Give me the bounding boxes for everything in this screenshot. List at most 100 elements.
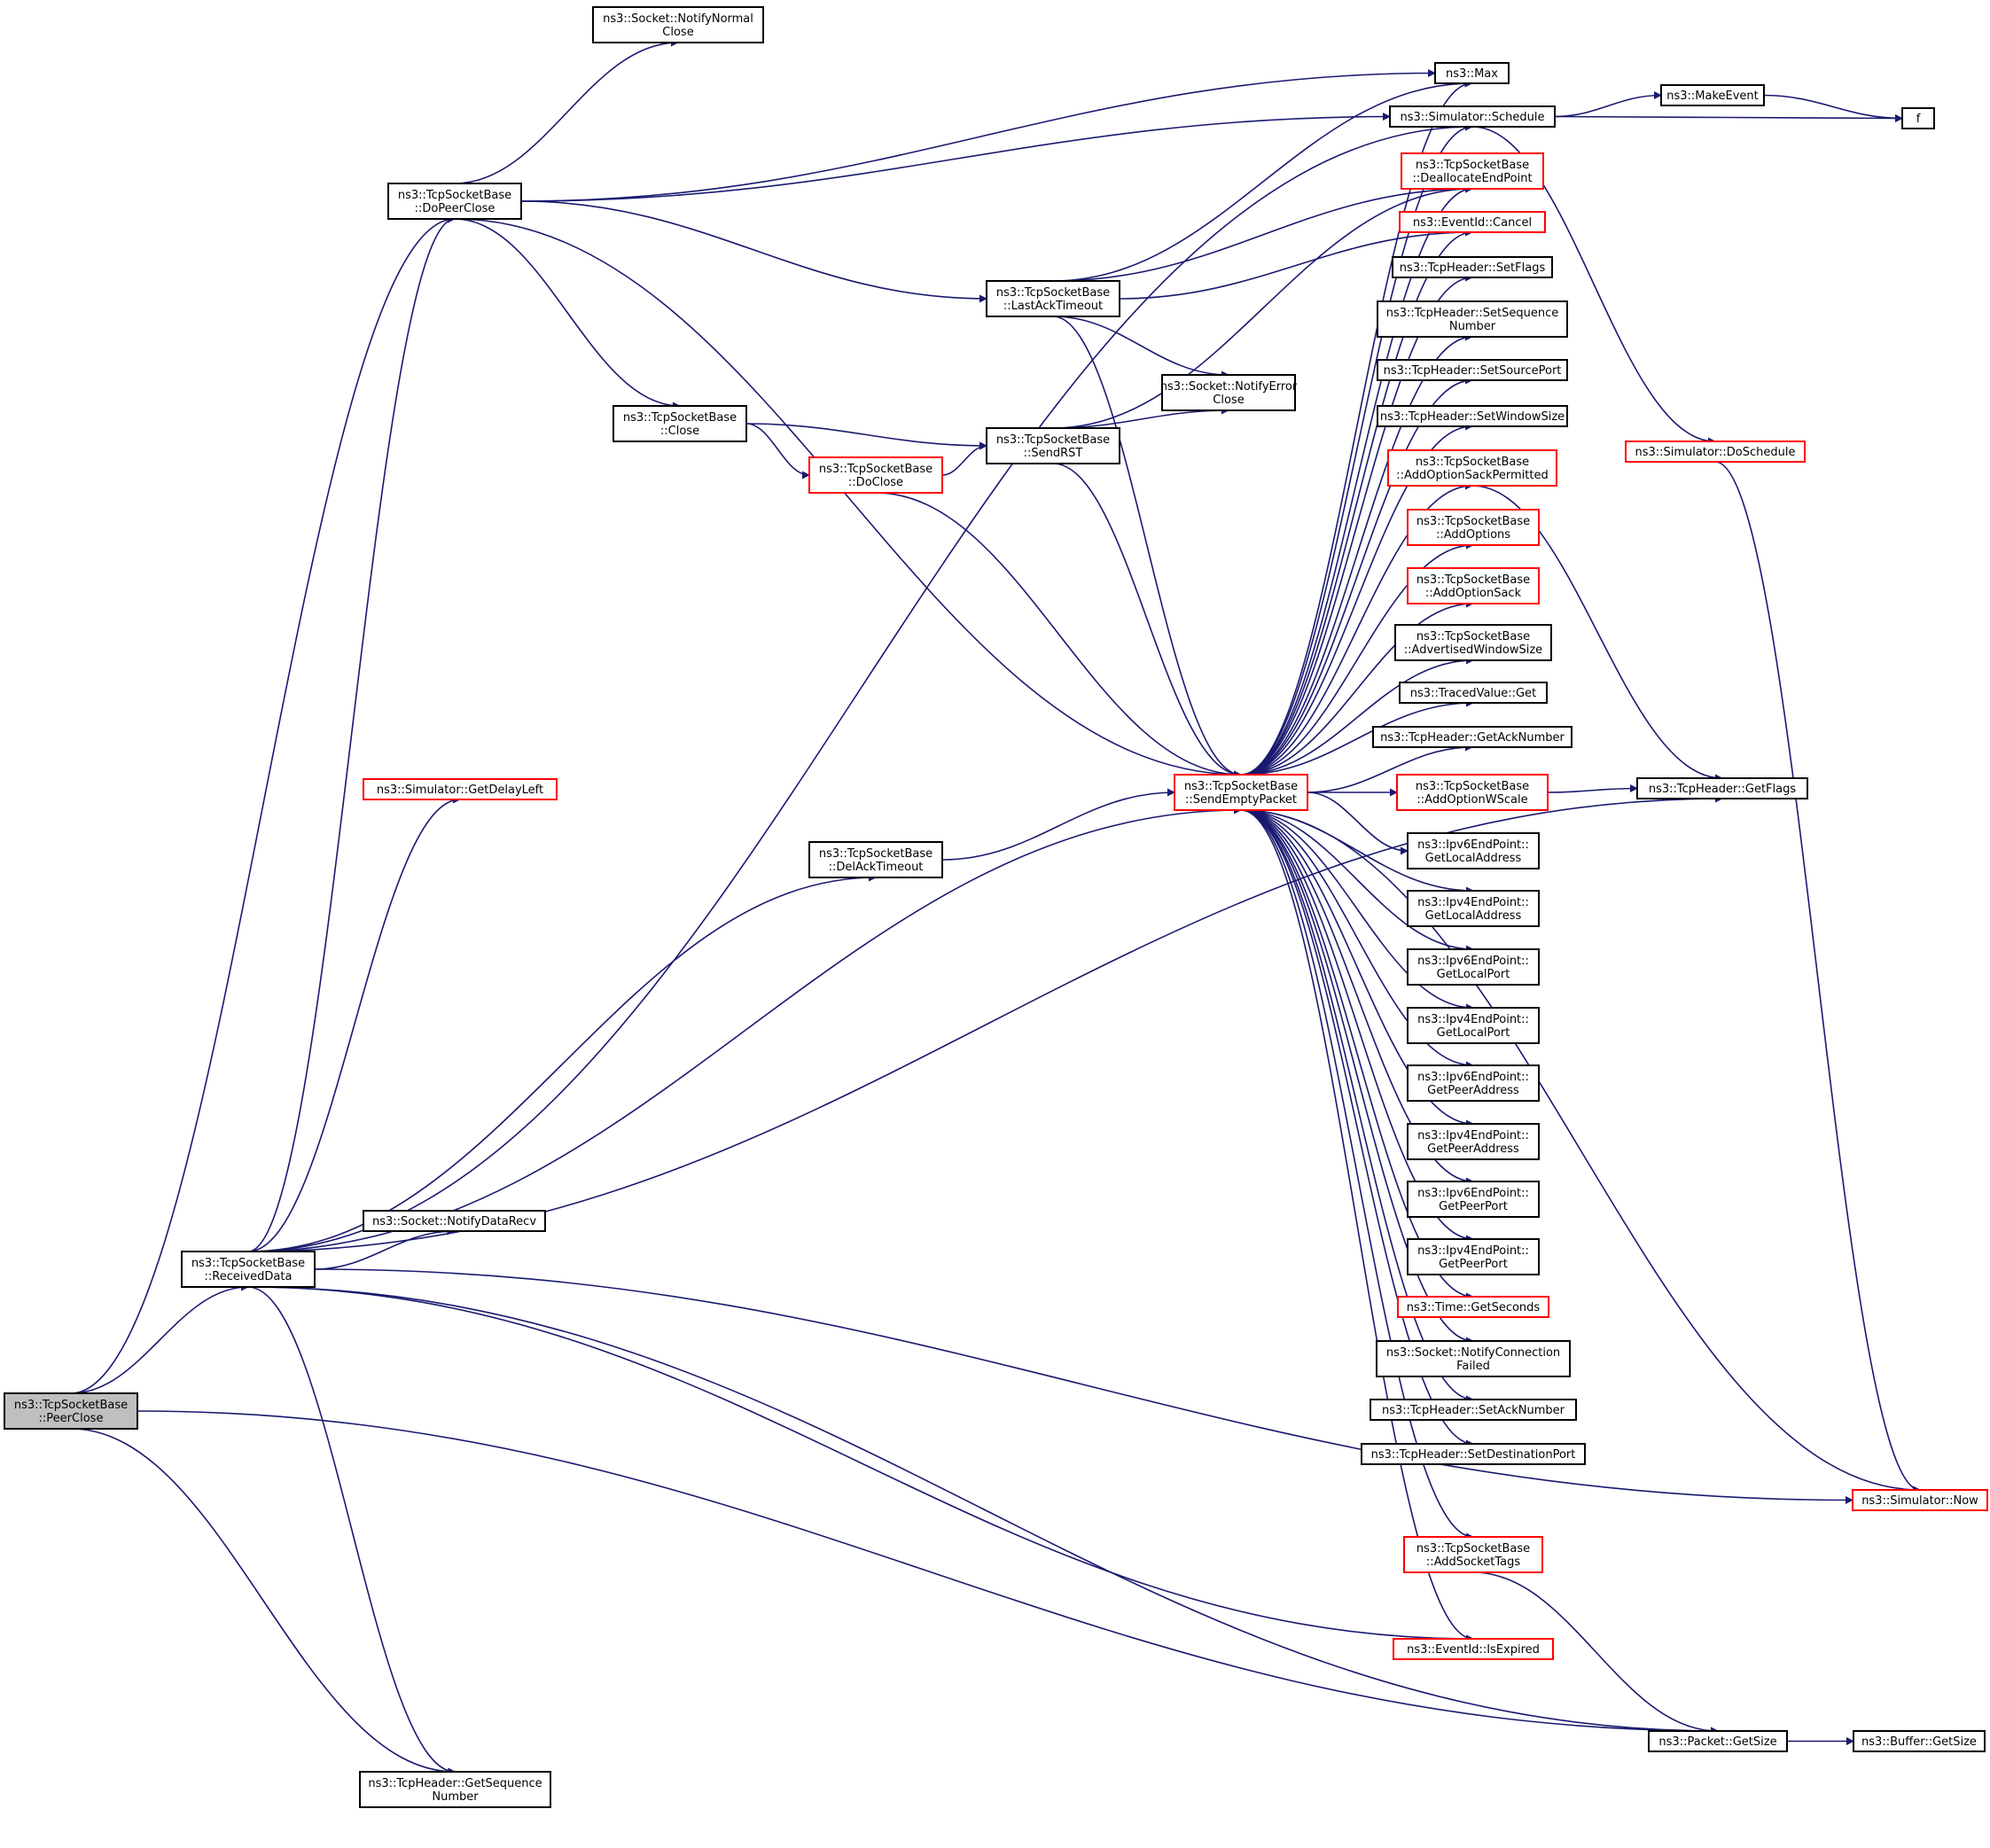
edge-dopeerclose-to-close xyxy=(454,218,681,410)
node-label-line: ::Close xyxy=(660,425,699,438)
edge-sendemptypacket-to-addoptionsackpermitted xyxy=(1240,481,1473,776)
node-deallocateendpoint[interactable]: ns3::TcpSocketBase::DeallocateEndPoint xyxy=(1401,152,1544,190)
edge-lastacktimeout-to-sendemptypacket xyxy=(1052,316,1242,779)
node-label-line: ns3::TcpHeader::SetWindowSize xyxy=(1380,410,1565,424)
node-doclose[interactable]: ns3::TcpSocketBase::DoClose xyxy=(808,456,943,494)
node-dopeerclose[interactable]: ns3::TcpSocketBase::DoPeerClose xyxy=(387,183,522,220)
node-doschedule[interactable]: ns3::Simulator::DoSchedule xyxy=(1625,441,1806,463)
node-f[interactable]: f xyxy=(1901,107,1935,129)
node-box xyxy=(1394,624,1552,661)
node-box xyxy=(359,1771,551,1808)
edge-sendemptypacket-to-addoptionsack xyxy=(1240,599,1474,776)
node-label-line: ::SendRST xyxy=(1024,447,1083,460)
node-setflags[interactable]: ns3::TcpHeader::SetFlags xyxy=(1392,256,1553,278)
node-cancel[interactable]: ns3::EventId::Cancel xyxy=(1399,211,1546,233)
edge-sendrst-to-sendemptypacket xyxy=(1052,463,1242,779)
node-getseconds[interactable]: ns3::Time::GetSeconds xyxy=(1397,1296,1549,1318)
edge-receiveddata-to-packetgetsize xyxy=(247,1286,1719,1735)
node-addoptions[interactable]: ns3::TcpSocketBase::AddOptions xyxy=(1407,509,1540,546)
node-buffergetsize[interactable]: ns3::Buffer::GetSize xyxy=(1853,1730,1986,1752)
edge-receiveddata-to-schedule xyxy=(247,122,1473,1252)
node-notifydatarecv[interactable]: ns3::Socket::NotifyDataRecv xyxy=(363,1210,546,1232)
node-label-line: ns3::Socket::NotifyError xyxy=(1160,380,1298,394)
node-label-line: GetLocalPort xyxy=(1437,1026,1510,1040)
node-ipv4getlocaladdress[interactable]: ns3::Ipv4EndPoint::GetLocalAddress xyxy=(1407,890,1540,927)
node-now[interactable]: ns3::Simulator::Now xyxy=(1852,1489,1988,1511)
node-label-line: GetLocalAddress xyxy=(1425,852,1522,865)
edge-receiveddata-to-getdelayleft xyxy=(247,795,461,1252)
edge-sendemptypacket-to-getacknumber xyxy=(1307,743,1473,793)
node-peerclose: ns3::TcpSocketBase::PeerClose xyxy=(4,1392,138,1430)
node-label-line: ns3::TcpHeader::SetAckNumber xyxy=(1382,1404,1565,1417)
edge-sendemptypacket-to-ipv6getpeeraddress xyxy=(1240,809,1474,1070)
node-addoptionsack[interactable]: ns3::TcpSocketBase::AddOptionSack xyxy=(1407,567,1540,604)
node-getacknumber[interactable]: ns3::TcpHeader::GetAckNumber xyxy=(1372,726,1572,748)
node-max[interactable]: ns3::Max xyxy=(1434,62,1510,84)
node-sendemptypacket[interactable]: ns3::TcpSocketBase::SendEmptyPacket xyxy=(1174,774,1308,811)
node-box xyxy=(1361,1443,1586,1465)
node-advertisedwindowsize[interactable]: ns3::TcpSocketBase::AdvertisedWindowSize xyxy=(1394,624,1552,661)
node-addsockettags[interactable]: ns3::TcpSocketBase::AddSocketTags xyxy=(1403,1536,1543,1573)
node-box xyxy=(1648,1730,1788,1752)
node-getflags[interactable]: ns3::TcpHeader::GetFlags xyxy=(1636,777,1808,799)
edge-doclose-to-sendrst xyxy=(941,441,987,476)
node-setacknumber[interactable]: ns3::TcpHeader::SetAckNumber xyxy=(1370,1399,1577,1421)
node-ipv4getpeeraddress[interactable]: ns3::Ipv4EndPoint::GetPeerAddress xyxy=(1407,1123,1540,1160)
edge-close-to-sendrst xyxy=(745,423,987,450)
edge-dopeerclose-to-schedule xyxy=(520,113,1391,202)
node-label-line: ns3::TcpSocketBase xyxy=(1416,515,1530,528)
node-box xyxy=(4,1392,138,1430)
edge-receiveddata-to-now xyxy=(314,1268,1853,1504)
node-lastacktimeout[interactable]: ns3::TcpSocketBase::LastAckTimeout xyxy=(986,280,1120,317)
node-setdestinationport[interactable]: ns3::TcpHeader::SetDestinationPort xyxy=(1361,1443,1586,1465)
node-box xyxy=(387,183,522,220)
node-tracedvalueget[interactable]: ns3::TracedValue::Get xyxy=(1399,682,1548,704)
node-addoptionsackpermitted[interactable]: ns3::TcpSocketBase::AddOptionSackPermitt… xyxy=(1387,449,1557,487)
node-box xyxy=(1407,1238,1540,1275)
node-setsourceport[interactable]: ns3::TcpHeader::SetSourcePort xyxy=(1377,359,1568,381)
node-box xyxy=(1392,256,1553,278)
edge-receiveddata-to-sendemptypacket xyxy=(247,806,1242,1252)
node-getdelayleft[interactable]: ns3::Simulator::GetDelayLeft xyxy=(363,778,558,800)
node-ipv4getpeerport[interactable]: ns3::Ipv4EndPoint::GetPeerPort xyxy=(1407,1238,1540,1275)
node-box xyxy=(808,841,943,878)
node-ipv6getpeerport[interactable]: ns3::Ipv6EndPoint::GetPeerPort xyxy=(1407,1181,1540,1218)
edge-receiveddata-to-isexpired xyxy=(247,1286,1474,1643)
node-delacktimeout[interactable]: ns3::TcpSocketBase::DelAckTimeout xyxy=(808,841,943,878)
edge-doschedule-to-now xyxy=(1714,461,1921,1494)
node-label-line: ns3::Buffer::GetSize xyxy=(1861,1735,1977,1749)
node-label-line: ::LastAckTimeout xyxy=(1003,300,1103,313)
edge-peerclose-to-getsequencenumber xyxy=(70,1428,457,1776)
node-makeevent[interactable]: ns3::MakeEvent xyxy=(1660,84,1765,106)
node-ipv6getlocalport[interactable]: ns3::Ipv6EndPoint::GetLocalPort xyxy=(1407,948,1540,986)
node-setwindowsize[interactable]: ns3::TcpHeader::SetWindowSize xyxy=(1377,405,1568,427)
node-label-line: ns3::EventId::IsExpired xyxy=(1407,1643,1540,1657)
node-ipv6getpeeraddress[interactable]: ns3::Ipv6EndPoint::GetPeerAddress xyxy=(1407,1064,1540,1102)
node-ipv6getlocaladdress[interactable]: ns3::Ipv6EndPoint::GetLocalAddress xyxy=(1407,832,1540,869)
node-box xyxy=(1434,62,1510,84)
node-box xyxy=(1636,777,1808,799)
node-sendrst[interactable]: ns3::TcpSocketBase::SendRST xyxy=(986,427,1120,464)
node-ipv4getlocalport[interactable]: ns3::Ipv4EndPoint::GetLocalPort xyxy=(1407,1007,1540,1044)
node-close[interactable]: ns3::TcpSocketBase::Close xyxy=(613,405,747,442)
node-label-line: ::DoClose xyxy=(848,476,903,489)
edge-lastacktimeout-to-notifyerrorclose xyxy=(1052,316,1229,379)
node-packetgetsize[interactable]: ns3::Packet::GetSize xyxy=(1648,1730,1788,1752)
node-label-line: Number xyxy=(1449,320,1496,333)
node-addoptionwscale[interactable]: ns3::TcpSocketBase::AddOptionWScale xyxy=(1396,774,1549,811)
edge-dopeerclose-to-lastacktimeout xyxy=(520,200,987,303)
node-label-line: ns3::TcpSocketBase xyxy=(1416,159,1529,172)
node-schedule[interactable]: ns3::Simulator::Schedule xyxy=(1389,105,1556,128)
node-isexpired[interactable]: ns3::EventId::IsExpired xyxy=(1393,1638,1554,1660)
node-receiveddata[interactable]: ns3::TcpSocketBase::ReceivedData xyxy=(181,1251,316,1288)
node-label-line: ns3::EventId::Cancel xyxy=(1413,216,1532,230)
node-box xyxy=(1399,211,1546,233)
node-label-line: ::AddOptionSack xyxy=(1425,587,1522,600)
node-label-line: ::ReceivedData xyxy=(205,1270,293,1283)
node-box xyxy=(1376,1340,1571,1377)
